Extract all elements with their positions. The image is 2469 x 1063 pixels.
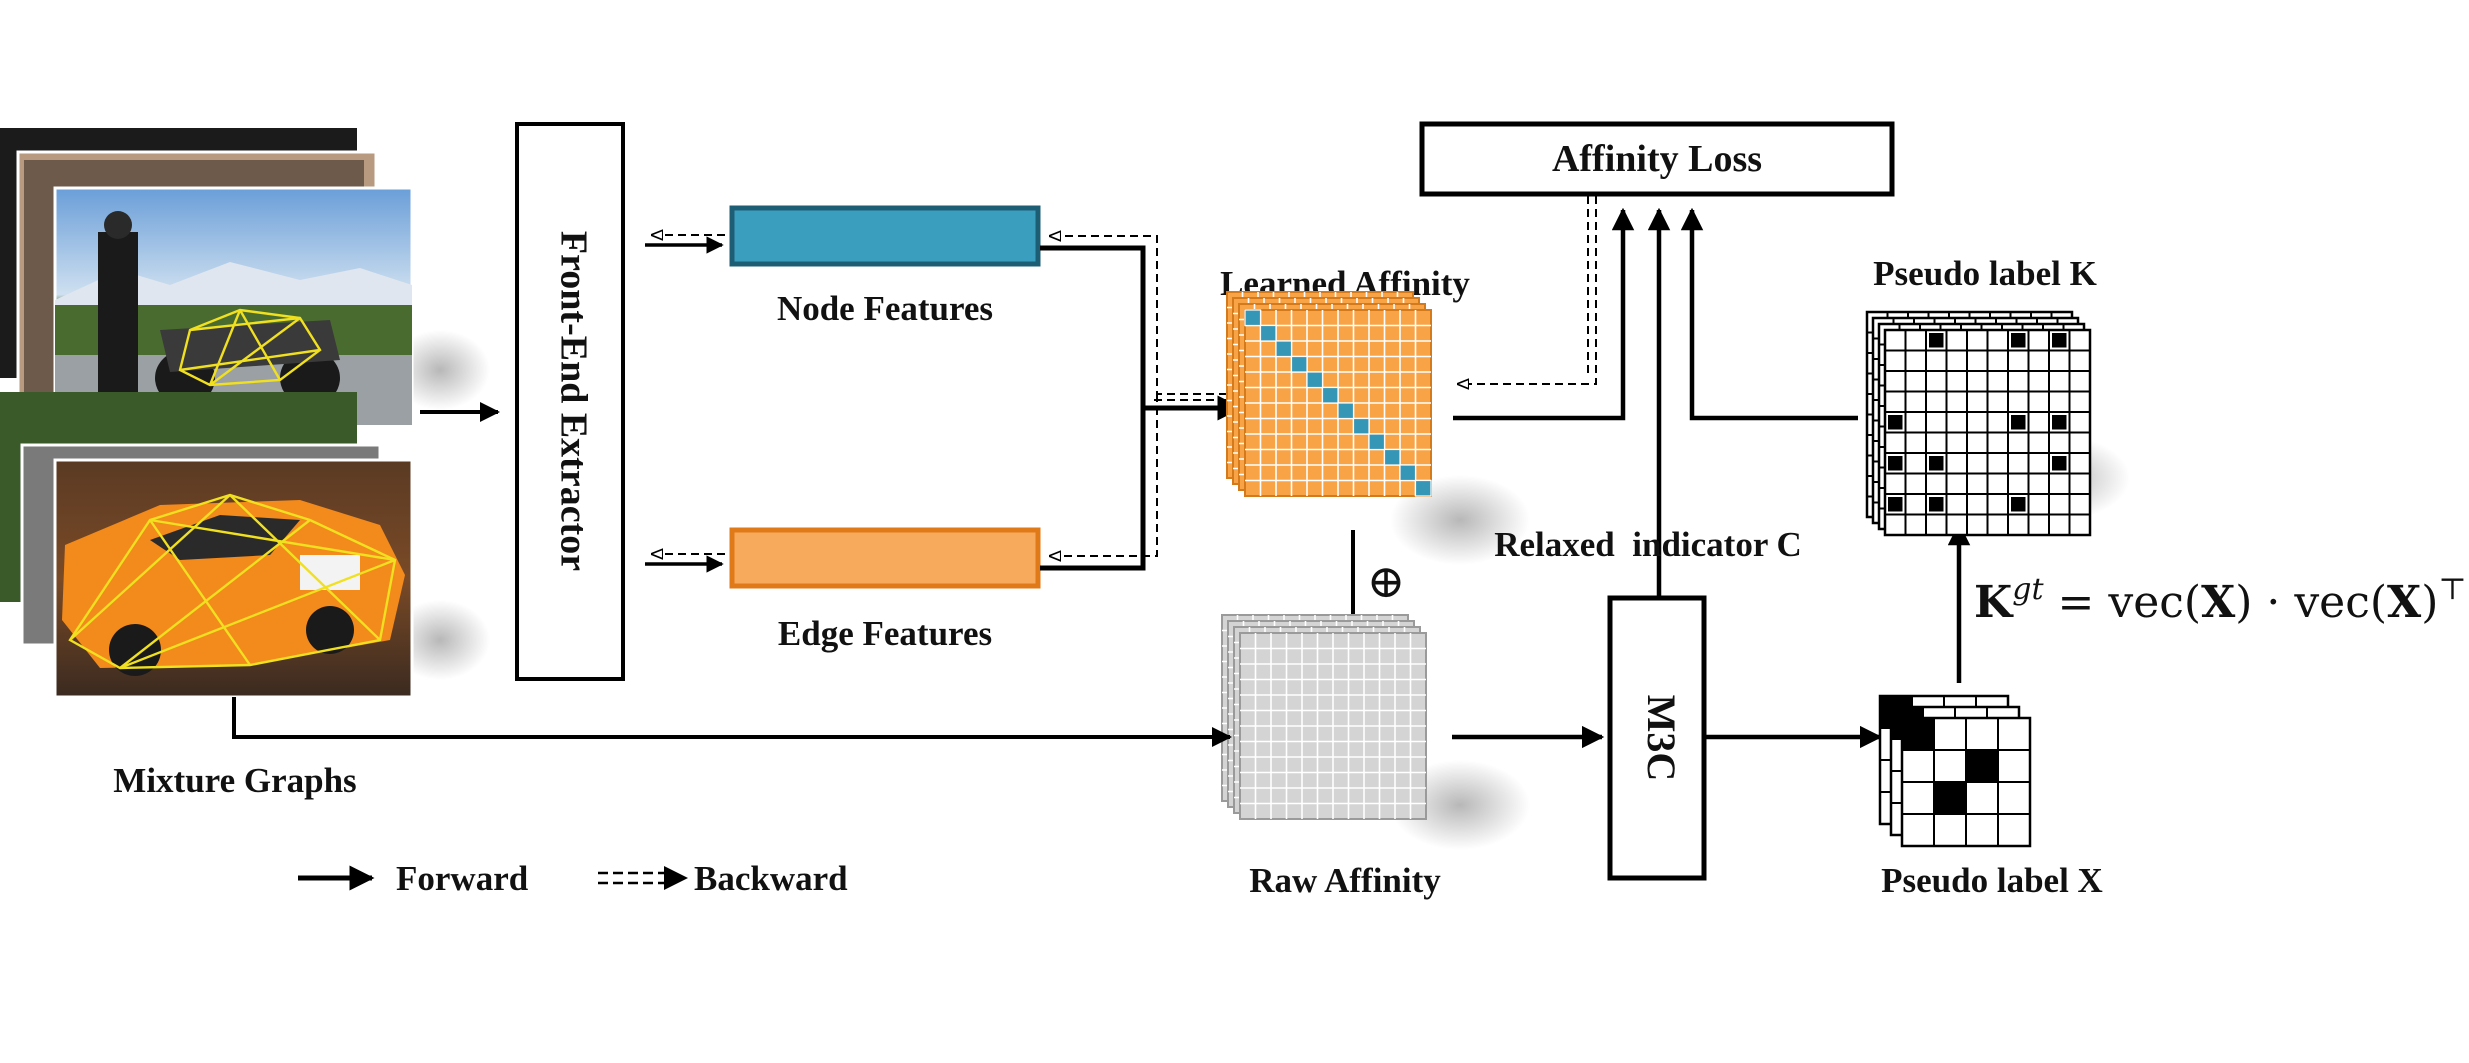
legend: Forward Backward — [298, 859, 848, 898]
k-dot — [1888, 497, 1903, 512]
diagonal-cell — [1275, 340, 1293, 358]
raw-affinity-label: Raw Affinity — [1249, 861, 1441, 900]
k-dot — [1929, 333, 1944, 348]
affinity-loss-label: Affinity Loss — [1552, 138, 1762, 180]
diagonal-cell — [1352, 417, 1370, 435]
arrow-k-to-loss — [1680, 207, 1858, 421]
edge-features-bar — [729, 527, 1041, 589]
formula-rhs-2: ) · vec( — [2235, 577, 2387, 628]
pseudo-label-k-matrix — [1865, 310, 2092, 537]
legend-backward-arrow — [664, 866, 688, 890]
pseudo-label-x-matrix — [1878, 694, 2032, 848]
arrow-learned-to-loss — [1453, 207, 1635, 421]
node-arrows — [645, 235, 725, 254]
learned-affinity-matrix — [1226, 291, 1432, 497]
diagonal-cell — [1399, 464, 1417, 482]
diagonal-cell — [1290, 355, 1308, 373]
legend-backward-label: Backward — [694, 859, 848, 898]
raw-affinity-matrix — [1221, 614, 1427, 820]
image-motorcycle — [53, 186, 414, 427]
formula-rhs-3: ) — [2421, 577, 2438, 628]
formula-transpose: ⊤ — [2438, 572, 2466, 607]
k-layer — [1883, 328, 2092, 537]
k-dot — [2052, 333, 2067, 348]
k-dot — [2052, 415, 2067, 430]
diagonal-cell — [1306, 371, 1324, 389]
formula-sup: gt — [2012, 572, 2044, 607]
matrix-layer — [1244, 309, 1432, 497]
formula-k-gt: Kgt = vec(X) · vec(X)⊤ — [1974, 572, 2467, 628]
formula-x1: X — [2201, 577, 2236, 628]
node-features-label: Node Features — [777, 289, 993, 328]
k-dot — [1888, 456, 1903, 471]
binary-layer — [1900, 716, 2032, 848]
legend-forward-label: Forward — [396, 859, 529, 898]
mixture-graphs-label: Mixture Graphs — [113, 761, 356, 800]
oplus-symbol: ⊕ — [1367, 554, 1406, 608]
k-dot — [1888, 415, 1903, 430]
diagonal-cell — [1368, 433, 1386, 451]
front-end-extractor-box — [515, 122, 625, 681]
formula-rhs-1: = vec( — [2044, 577, 2202, 628]
k-dot — [2011, 497, 2026, 512]
relaxed-indicator-label: Relaxed indicator C — [1494, 525, 1802, 564]
filled-cell — [1934, 782, 1966, 814]
m3c-label: M3C — [1639, 695, 1684, 782]
formula-lhs: K — [1974, 577, 2014, 628]
mixture-graphs-images — [0, 128, 490, 699]
filled-cell — [1966, 750, 1998, 782]
affinity-loss-box — [1419, 121, 1895, 197]
k-dot — [2052, 456, 2067, 471]
pseudo-label-k-label: Pseudo label K — [1873, 254, 2097, 293]
arrow-images-to-raw — [232, 697, 1232, 747]
diagonal-cell — [1259, 324, 1277, 342]
k-dot — [1929, 497, 1944, 512]
filled-cell — [1902, 718, 1934, 750]
k-dot — [1929, 456, 1944, 471]
diagonal-cell — [1244, 309, 1262, 327]
feature-to-affinity-forward — [1040, 245, 1243, 571]
front-end-extractor-label: Front-End Extractor — [552, 231, 594, 571]
k-dot — [2011, 415, 2026, 430]
edge-features-label: Edge Features — [778, 614, 992, 653]
formula-x2: X — [2387, 577, 2422, 628]
edge-arrows — [645, 554, 725, 573]
diagonal-cell — [1321, 386, 1339, 404]
feature-to-affinity-backward — [1050, 236, 1240, 556]
image-race-car — [53, 458, 414, 699]
backward-loss-to-learned — [1458, 196, 1597, 384]
pseudo-label-x-label: Pseudo label X — [1881, 861, 2103, 900]
matrix-layer — [1239, 632, 1427, 820]
diagonal-cell — [1383, 448, 1401, 466]
diagonal-cell — [1414, 479, 1432, 497]
node-features-bar — [729, 205, 1041, 267]
k-dot — [2011, 333, 2026, 348]
diagonal-cell — [1337, 402, 1355, 420]
